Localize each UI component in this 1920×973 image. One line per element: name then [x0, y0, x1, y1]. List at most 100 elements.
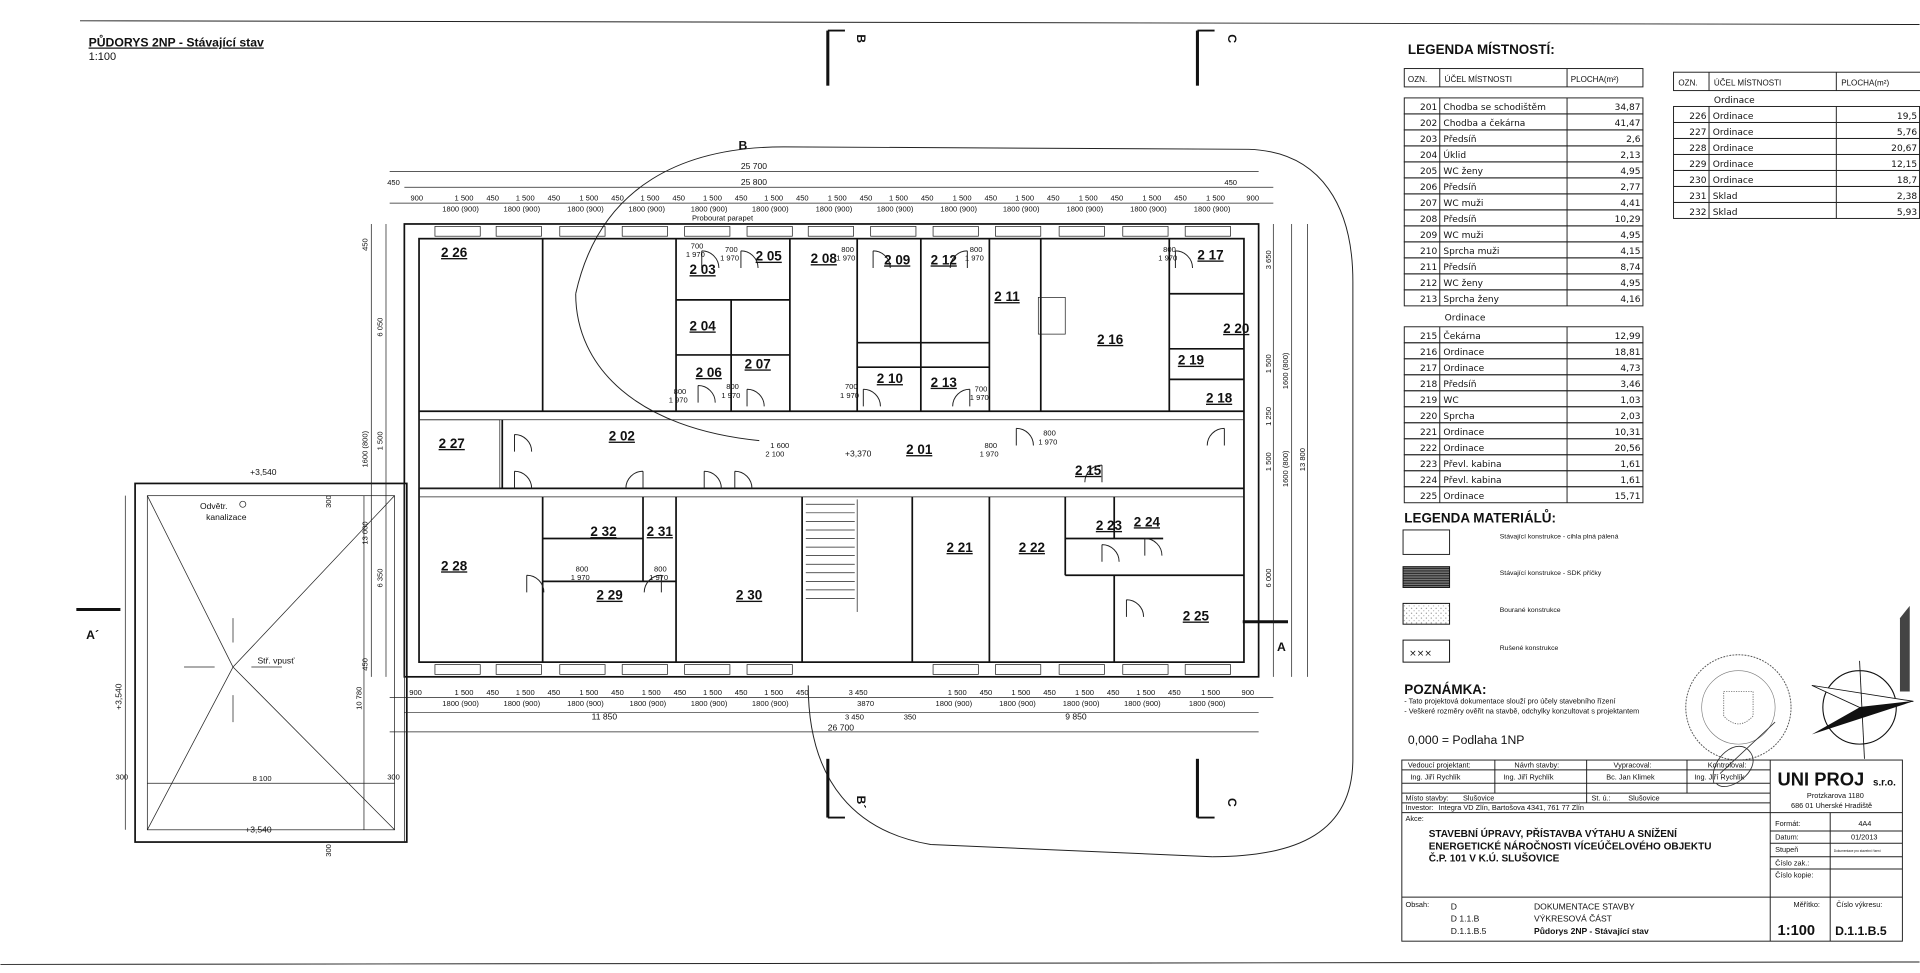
material-swatch-blank — [1402, 529, 1451, 555]
door-height: 1 970 — [836, 254, 855, 263]
room-purpose: Ordinace — [1713, 144, 1754, 154]
room-label: 2 29 — [597, 588, 623, 603]
col-header-id: OZN. — [1678, 79, 1697, 88]
window — [684, 664, 731, 675]
room-id: 223 — [1420, 460, 1438, 470]
door-swing-icon — [701, 250, 720, 269]
room-area: 15,71 — [1615, 492, 1641, 502]
dim-pier: 450 — [984, 194, 997, 203]
group-label: Ordinace — [1714, 96, 1755, 106]
material-swatch-crosses — [1402, 639, 1451, 663]
clearance-curve — [575, 146, 1354, 858]
dim-window-sub: 1800 (900) — [691, 205, 728, 214]
room-label: 2 10 — [877, 371, 903, 386]
contents-code: D 1.1.B — [1451, 914, 1480, 924]
room-label: 2 24 — [1134, 514, 1161, 529]
room-label: 2 11 — [994, 289, 1020, 304]
door-width: 800 — [1163, 245, 1176, 254]
room-area: 4,73 — [1620, 364, 1640, 374]
room-area: 2,13 — [1620, 151, 1640, 161]
room-id: 202 — [1420, 119, 1437, 129]
window — [684, 226, 731, 237]
material-label: Stávající konstrukce - SDK příčky — [1500, 570, 1602, 577]
vent-label: Odvětr. — [200, 501, 228, 511]
section-c-top: C — [1225, 34, 1239, 43]
probourat-note: Probourat parapet — [692, 213, 754, 222]
contents-code: D — [1451, 901, 1457, 911]
dim-total-top: 25 700 — [741, 161, 767, 171]
window — [870, 226, 917, 237]
section-b-top: B — [854, 34, 868, 43]
room-id: 228 — [1689, 144, 1707, 154]
roof-extension: Odvětr. kanalizace Stř. vpusť +3,540 +3,… — [114, 467, 408, 857]
dim-window-sub: 1800 (900) — [503, 699, 540, 708]
room-area: 1,61 — [1620, 460, 1640, 470]
plan-curves — [575, 146, 1354, 858]
room-legend-title: LEGENDA MÍSTNOSTÍ: — [1408, 42, 1555, 57]
room-purpose: Ordinace — [1443, 444, 1484, 454]
room-area: 20,67 — [1891, 144, 1917, 154]
dim-window: 1 500 — [579, 688, 598, 697]
roof-offset: 300 — [324, 844, 333, 857]
window — [621, 226, 668, 237]
dim-pier: 450 — [1107, 688, 1120, 697]
dim-edge: 450 — [1224, 178, 1237, 187]
window — [559, 664, 606, 675]
dim-window-sub: 1800 (900) — [1189, 699, 1226, 708]
room-purpose: Ordinace — [1713, 112, 1754, 122]
lead-label: Vedoucí projektant: — [1408, 760, 1471, 769]
format-label: Formát: — [1775, 819, 1800, 828]
sheet-top-border — [80, 20, 1920, 25]
door-swing-icon — [625, 470, 644, 489]
office-value: Slušovice — [1628, 793, 1659, 802]
date-value: 01/2013 — [1851, 833, 1878, 842]
dim-left: 450 — [361, 238, 370, 251]
col-header-id: OZN. — [1408, 75, 1427, 84]
dim-window: 1 500 — [641, 194, 660, 203]
dim-pier: 450 — [611, 194, 624, 203]
door-swing-icon — [1206, 427, 1225, 446]
dim-pier: 450 — [1174, 194, 1187, 203]
dim-window: 1 500 — [1206, 194, 1225, 203]
room-id: 212 — [1420, 279, 1437, 289]
order-label: Číslo zak.: — [1775, 858, 1809, 867]
window — [1058, 664, 1105, 675]
lead-value: Ing. Jiří Rychlík — [1410, 773, 1460, 782]
dim-total-top-2: 25 800 — [741, 177, 767, 187]
door-width: 800 — [1043, 429, 1056, 438]
room-purpose: Převl. kabina — [1443, 460, 1501, 470]
dim-window: 1 500 — [1079, 194, 1098, 203]
dim-window: 1 500 — [1015, 194, 1034, 203]
company-city: 686 01 Uherské Hradiště — [1791, 801, 1872, 810]
door-width: 700 — [691, 241, 704, 250]
dim-pier: 450 — [796, 194, 809, 203]
room-table-right: OZN. ÚČEL MÍSTNOSTI PLOCHA(m²) Ordinace … — [1673, 71, 1920, 219]
room-area: 10,29 — [1615, 215, 1641, 225]
dim-right: 1 250 — [1264, 407, 1273, 426]
room-label: 2 26 — [441, 245, 467, 260]
dim-edge: 450 — [387, 178, 400, 187]
room-label: 2 08 — [811, 251, 838, 266]
room-area: 1,61 — [1620, 476, 1640, 486]
doors — [514, 250, 1225, 617]
door-swing-icon — [1101, 544, 1120, 562]
room-area: 12,99 — [1615, 332, 1641, 342]
dim-window: 1 500 — [703, 688, 722, 697]
roof-offset: 300 — [116, 773, 129, 782]
room-id: 207 — [1420, 199, 1437, 209]
room-id: 219 — [1420, 396, 1438, 406]
dim-window-sub: 1800 (900) — [628, 205, 665, 214]
dim-window: 1 500 — [642, 688, 661, 697]
contents-label: Obsah: — [1405, 900, 1429, 909]
room-purpose: Ordinace — [1443, 348, 1484, 358]
